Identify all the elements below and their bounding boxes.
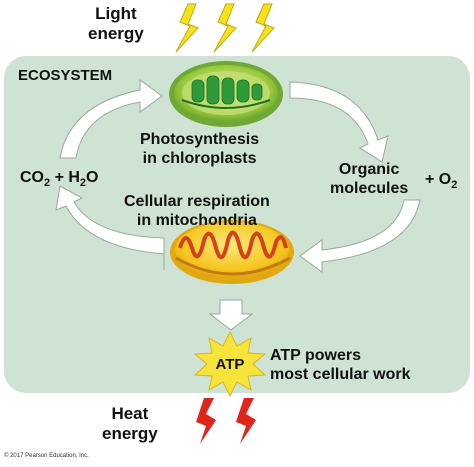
atp-text: ATP bbox=[215, 355, 245, 373]
light-bolts bbox=[175, 3, 275, 53]
respiration-line2: in mitochondria bbox=[136, 212, 257, 229]
light-label-line2: energy bbox=[88, 24, 144, 43]
arrow-to-organic bbox=[289, 81, 389, 163]
o2-text: + O bbox=[425, 171, 452, 188]
respiration-label: Cellular respiration in mitochondria bbox=[124, 192, 270, 230]
atp-burst: ATP bbox=[193, 334, 267, 394]
atp-powers-line2: most cellular work bbox=[270, 366, 411, 383]
co2-text: CO bbox=[20, 169, 44, 186]
o2-label: + O2 bbox=[425, 170, 457, 195]
heat-bolts bbox=[196, 398, 256, 444]
light-label-line1: Light bbox=[95, 4, 137, 23]
cycle-arrows bbox=[55, 79, 421, 331]
organic-molecules-label: Organic molecules bbox=[330, 160, 408, 198]
atp-powers-line1: ATP powers bbox=[270, 347, 361, 364]
photosynthesis-line2: in chloroplasts bbox=[142, 150, 257, 167]
heat-bolt-icon bbox=[196, 398, 216, 444]
ecosystem-label: ECOSYSTEM bbox=[18, 67, 113, 84]
light-bolt-icon bbox=[251, 3, 275, 53]
light-bolt-icon bbox=[213, 3, 237, 53]
heat-energy-label: Heat energy bbox=[102, 404, 158, 444]
photosynthesis-line1: Photosynthesis bbox=[140, 131, 260, 148]
arrow-to-atp bbox=[208, 299, 254, 331]
co2-subscript: 2 bbox=[44, 177, 51, 190]
respiration-line1: Cellular respiration bbox=[124, 193, 270, 210]
light-energy-label: Light energy bbox=[88, 4, 144, 44]
mitochondrion-icon bbox=[170, 220, 294, 284]
light-bolt-icon bbox=[175, 3, 199, 53]
h2o-subscript: 2 bbox=[79, 177, 87, 190]
h2o-suffix: O bbox=[86, 169, 99, 186]
chloroplast-icon bbox=[169, 61, 283, 127]
heat-label-line1: Heat bbox=[111, 404, 149, 423]
arrow-to-respiration bbox=[299, 199, 421, 273]
organic-line1: Organic bbox=[338, 161, 400, 178]
photosynthesis-label: Photosynthesis in chloroplasts bbox=[140, 130, 259, 168]
atp-burst-icon bbox=[193, 330, 267, 398]
o2-subscript: 2 bbox=[451, 179, 458, 192]
copyright-text: © 2017 Pearson Education, Inc. bbox=[4, 453, 89, 459]
arrow-to-photosynthesis bbox=[59, 79, 163, 159]
organic-line2: molecules bbox=[330, 180, 409, 197]
arrow-to-co2 bbox=[55, 185, 165, 270]
h2o-text: + H bbox=[50, 169, 80, 186]
heat-bolt-icon bbox=[236, 398, 256, 444]
heat-label-line2: energy bbox=[102, 424, 158, 443]
atp-powers-label: ATP powers most cellular work bbox=[270, 346, 411, 384]
co2-h2o-label: CO2 + H2O bbox=[20, 168, 99, 193]
